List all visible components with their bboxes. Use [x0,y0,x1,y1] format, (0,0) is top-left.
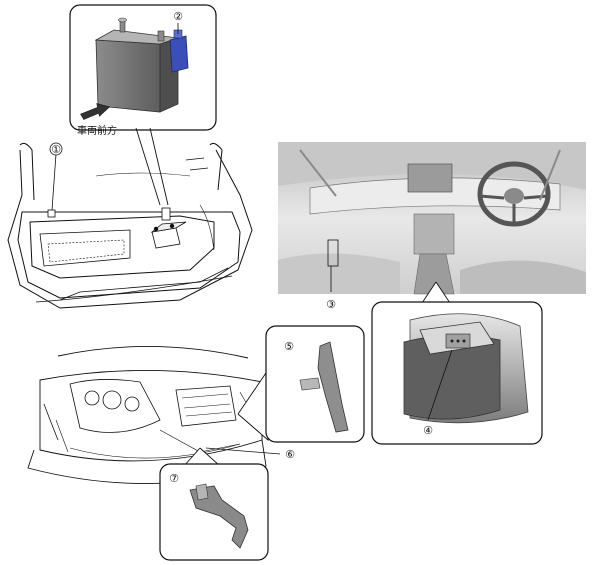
vehicle-front-caption: 車両前方 [77,124,117,137]
leader-battery-detail [149,127,169,206]
leader-6 [205,447,281,455]
callout-4-label: ④ [423,424,433,437]
leader-4 [427,349,453,421]
interior-view [278,142,586,295]
engine-bay-view [27,346,267,484]
callout-5-label: ⑤ [284,340,294,353]
callout-2-label: ② [173,10,183,23]
battery-illustration [94,17,179,113]
component-1-marker [47,209,56,218]
console-detail-panel [371,301,543,445]
component-7-panel [159,463,269,561]
component-7-bracket [189,485,249,549]
trunk-battery [150,207,187,249]
engine-fuse-box [175,385,237,427]
callout-1-label: ① [51,143,61,156]
blue-sensor-module [169,23,189,73]
trunk-view [7,142,253,309]
component-3-marker [327,239,339,267]
callout-3-label: ③ [326,298,336,311]
center-display [407,163,453,193]
callout-7-label: ⑦ [169,472,179,485]
center-console-panel [413,213,455,255]
callout-6-label: ⑥ [285,448,295,461]
leader-1 [51,153,57,211]
leader-battery-detail-2 [135,127,161,206]
component-5-bracket [317,341,349,433]
component-5-panel [265,325,365,443]
vehicle-front-arrow [80,103,111,120]
battery-detail-panel: ② 車両前方 [69,4,217,137]
